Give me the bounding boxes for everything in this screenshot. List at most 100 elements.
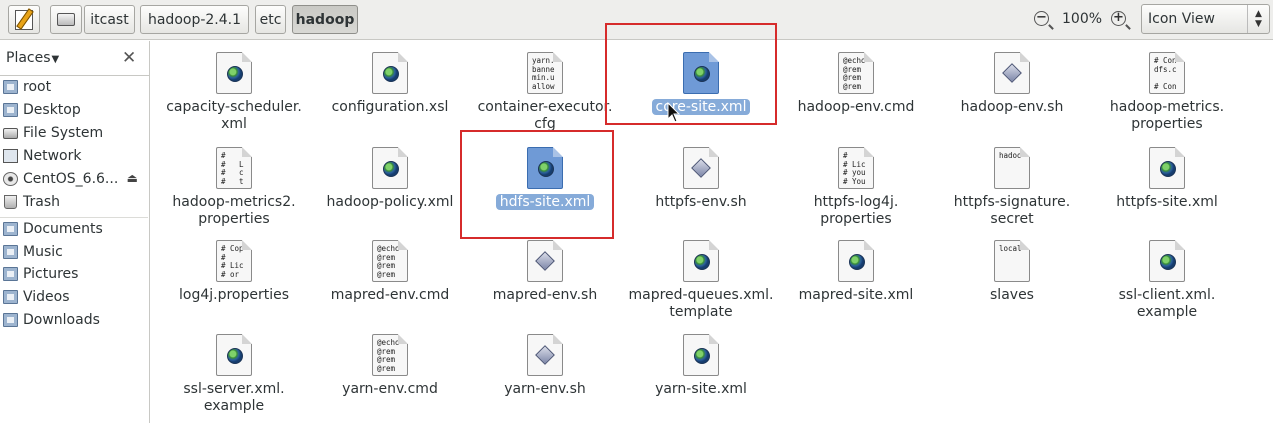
file-preview-text: @echo @rem @rem @rem: [377, 244, 400, 279]
file-name-text: example: [203, 398, 265, 414]
file-name-text: hadoop-metrics2.: [172, 194, 296, 210]
text-file-icon: local: [994, 240, 1030, 282]
file-name-label: httpfs-log4j.: [774, 194, 938, 211]
file-preview-text: local: [999, 244, 1022, 253]
globe-icon: [538, 161, 554, 177]
sidebar-item-trash[interactable]: Trash: [0, 191, 148, 213]
sidebar-item-network[interactable]: Network: [0, 145, 148, 167]
file-name-label: ssl-client.xml.: [1085, 287, 1249, 304]
xml-file-icon: [372, 147, 408, 189]
xml-file-icon: [527, 147, 563, 189]
file-preview-text: hadoo: [999, 151, 1022, 160]
file-name-label: yarn-site.xml: [619, 381, 783, 398]
file-name-text: mapred-env.sh: [492, 287, 598, 303]
file-name-text: yarn-site.xml: [655, 381, 747, 397]
file-name-label: mapred-queues.xml.: [619, 287, 783, 304]
file-name-label: hadoop-metrics.: [1085, 99, 1249, 116]
file-name-text: cfg: [534, 116, 556, 132]
sidebar-item-file-system[interactable]: File System: [0, 122, 148, 144]
file-name-text: yarn-env.cmd: [342, 381, 438, 397]
sidebar-item-label: Documents: [23, 221, 103, 237]
sidebar-item-downloads[interactable]: Downloads: [0, 309, 148, 331]
path-button-etc[interactable]: etc: [255, 5, 286, 34]
sidebar-item-label: root: [23, 79, 52, 95]
file-preview-text: # Cop # # Lic # or: [221, 244, 244, 279]
file-name-text: yarn-env.sh: [504, 381, 586, 397]
edit-icon: [15, 9, 33, 30]
file-name-text: hadoop-env.sh: [960, 99, 1064, 115]
sidebar-item-label: CentOS_6.6...: [23, 171, 119, 187]
file-preview-text: # Con dfs.c # Con: [1154, 56, 1177, 91]
xml-file-icon: [216, 52, 252, 94]
edit-location-button[interactable]: [8, 5, 40, 34]
root-drive-button[interactable]: [50, 5, 82, 34]
file-name-label: httpfs-signature.: [930, 194, 1094, 211]
xml-file-icon: [838, 240, 874, 282]
folder-icon: [3, 290, 18, 304]
file-name-text: properties: [1131, 116, 1203, 132]
file-name-text: httpfs-log4j.: [813, 194, 899, 210]
xml-file-icon: [216, 334, 252, 376]
file-name-text: hadoop-metrics.: [1109, 99, 1225, 115]
sidebar-item-videos[interactable]: Videos: [0, 286, 148, 308]
file-name-label: slaves: [930, 287, 1094, 304]
path-button-itcast[interactable]: itcast: [84, 5, 135, 34]
file-name-label: yarn-env.cmd: [308, 381, 472, 398]
sidebar-item-label: Downloads: [23, 312, 100, 328]
file-name-text: hadoop-env.cmd: [797, 99, 915, 115]
file-name-text: container-executor.: [477, 99, 613, 115]
file-name-label: example: [152, 398, 316, 415]
disc-icon: [3, 172, 18, 186]
eject-icon[interactable]: ⏏: [126, 171, 138, 185]
file-preview-text: # # L # c # t: [221, 151, 244, 186]
file-preview-text: @echo @rem @rem @rem: [843, 56, 866, 91]
file-name-label: hadoop-env.cmd: [774, 99, 938, 116]
script-diamond-icon: [1002, 63, 1022, 83]
file-name-text: capacity-scheduler.: [166, 99, 302, 115]
sidebar-item-label: Music: [23, 244, 63, 260]
sidebar-item-music[interactable]: Music: [0, 241, 148, 263]
zoom-out-icon[interactable]: −: [1034, 11, 1049, 26]
file-name-label: hadoop-env.sh: [930, 99, 1094, 116]
path-button-hadoop[interactable]: hadoop: [292, 5, 358, 34]
sidebar: Places▼ ✕ root Desktop File System Netwo…: [0, 41, 150, 423]
sidebar-item-pictures[interactable]: Pictures: [0, 263, 148, 285]
globe-icon: [227, 348, 243, 364]
sidebar-item-label: Videos: [23, 289, 70, 305]
file-name-text: httpfs-site.xml: [1116, 194, 1218, 210]
sidebar-item-root[interactable]: root: [0, 76, 148, 98]
text-file-icon: @echo @rem @rem @rem: [838, 52, 874, 94]
sidebar-item-centos[interactable]: CentOS_6.6... ⏏: [0, 168, 148, 190]
file-name-label: httpfs-env.sh: [619, 194, 783, 211]
sidebar-item-documents[interactable]: Documents: [0, 218, 148, 240]
text-file-icon: hadoo: [994, 147, 1030, 189]
path-button-hadoop-2-4-1[interactable]: hadoop-2.4.1: [140, 5, 249, 34]
file-preview-text: # # Lic # you # You: [843, 151, 866, 186]
globe-icon: [1160, 161, 1176, 177]
file-name-label: ssl-server.xml.: [152, 381, 316, 398]
file-name-label: cfg: [463, 116, 627, 133]
places-dropdown[interactable]: Places▼: [6, 50, 59, 66]
zoom-in-icon[interactable]: +: [1111, 11, 1126, 26]
network-icon: [3, 149, 18, 163]
text-file-icon: # Cop # # Lic # or: [216, 240, 252, 282]
folder-icon: [3, 245, 18, 259]
file-name-text: httpfs-signature.: [953, 194, 1071, 210]
close-sidebar-icon[interactable]: ✕: [122, 48, 137, 68]
file-name-text: ssl-client.xml.: [1118, 287, 1216, 303]
file-name-label: hdfs-site.xml: [463, 194, 627, 211]
file-name-label: secret: [930, 211, 1094, 228]
globe-icon: [1160, 254, 1176, 270]
sidebar-item-desktop[interactable]: Desktop: [0, 99, 148, 121]
file-name-text: slaves: [990, 287, 1034, 303]
text-file-icon: # # L # c # t: [216, 147, 252, 189]
xml-file-icon: [1149, 240, 1185, 282]
file-preview-text: yarn. banne min.u allow: [532, 56, 555, 91]
file-name-text: properties: [198, 211, 270, 227]
view-mode-select[interactable]: Icon View ▲▼: [1141, 4, 1270, 34]
file-name-label: template: [619, 304, 783, 321]
toolbar: itcast hadoop-2.4.1 etc hadoop − 100% + …: [0, 0, 1273, 40]
file-name-text: example: [1136, 304, 1198, 320]
shell-script-icon: [683, 147, 719, 189]
